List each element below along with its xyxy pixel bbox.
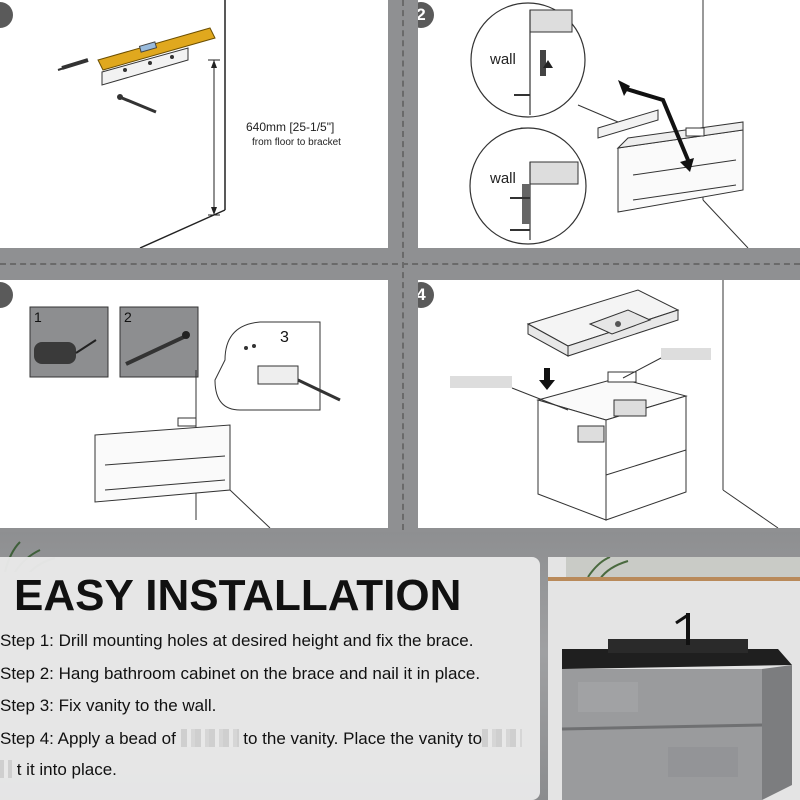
step-badge-1 (0, 2, 13, 28)
spirit-level-icon (97, 27, 216, 71)
step-badge-2: 2 (418, 2, 434, 28)
wall-label-bottom: wall (489, 170, 516, 187)
panel-step-4: 4 (418, 280, 800, 528)
step-4-part-b: to the vanity. Place the vanity to (243, 729, 483, 748)
height-label: 640mm [25-1/5"] (246, 120, 334, 134)
step-4-part-a: Step 4: Apply a bead of (0, 729, 176, 748)
inset-label-3: 3 (280, 329, 289, 346)
step-4-text: Step 4: Apply a bead of to the vanity. P… (0, 729, 523, 749)
instructions-card (0, 557, 540, 800)
divider-horizontal (0, 263, 800, 265)
wall-anchor-icon (57, 58, 89, 71)
divider-vertical (402, 0, 404, 530)
step-4-part-c: t it into place. (16, 760, 117, 779)
panel-step-3: 1 2 3 (0, 280, 388, 528)
height-sublabel: from floor to bracket (252, 137, 341, 148)
step-2-illustration: wall wall (469, 0, 749, 248)
wall-label-top: wall (489, 51, 516, 68)
step-1-illustration: 640mm [25-1/5"] from floor to bracket (57, 0, 341, 248)
inset-label-2: 2 (124, 309, 132, 325)
product-photo (548, 557, 800, 800)
drill-icon (34, 339, 97, 364)
panel-step-2: 2 wall wall (418, 0, 800, 248)
redacted-label (450, 376, 512, 388)
step-3-illustration: 1 2 3 (29, 306, 341, 528)
inset-label-1: 1 (34, 309, 42, 325)
step-4-illustration (450, 280, 779, 528)
panel-step-1: 640mm [25-1/5"] from floor to bracket (0, 0, 388, 248)
sink-top-icon (526, 289, 680, 357)
redacted-word (0, 760, 12, 778)
redacted-word (180, 729, 239, 747)
vanity-photo-image (548, 557, 800, 800)
screw-icon (117, 94, 157, 114)
step-3-text: Step 3: Fix vanity to the wall. (0, 696, 217, 715)
step-badge-3 (0, 282, 13, 308)
redacted-label (661, 348, 711, 360)
step-2-text: Step 2: Hang bathroom cabinet on the bra… (0, 664, 481, 683)
headline: EASY INSTALLATION (14, 571, 462, 620)
step-badge-4: 4 (418, 282, 434, 308)
hammer-anchor-icon (125, 331, 190, 366)
vanity-cabinet-icon (536, 371, 688, 521)
redacted-word (482, 729, 523, 747)
step-1-text: Step 1: Drill mounting holes at desired … (0, 631, 474, 650)
step-4-text-continued: t it into place. (0, 760, 117, 780)
